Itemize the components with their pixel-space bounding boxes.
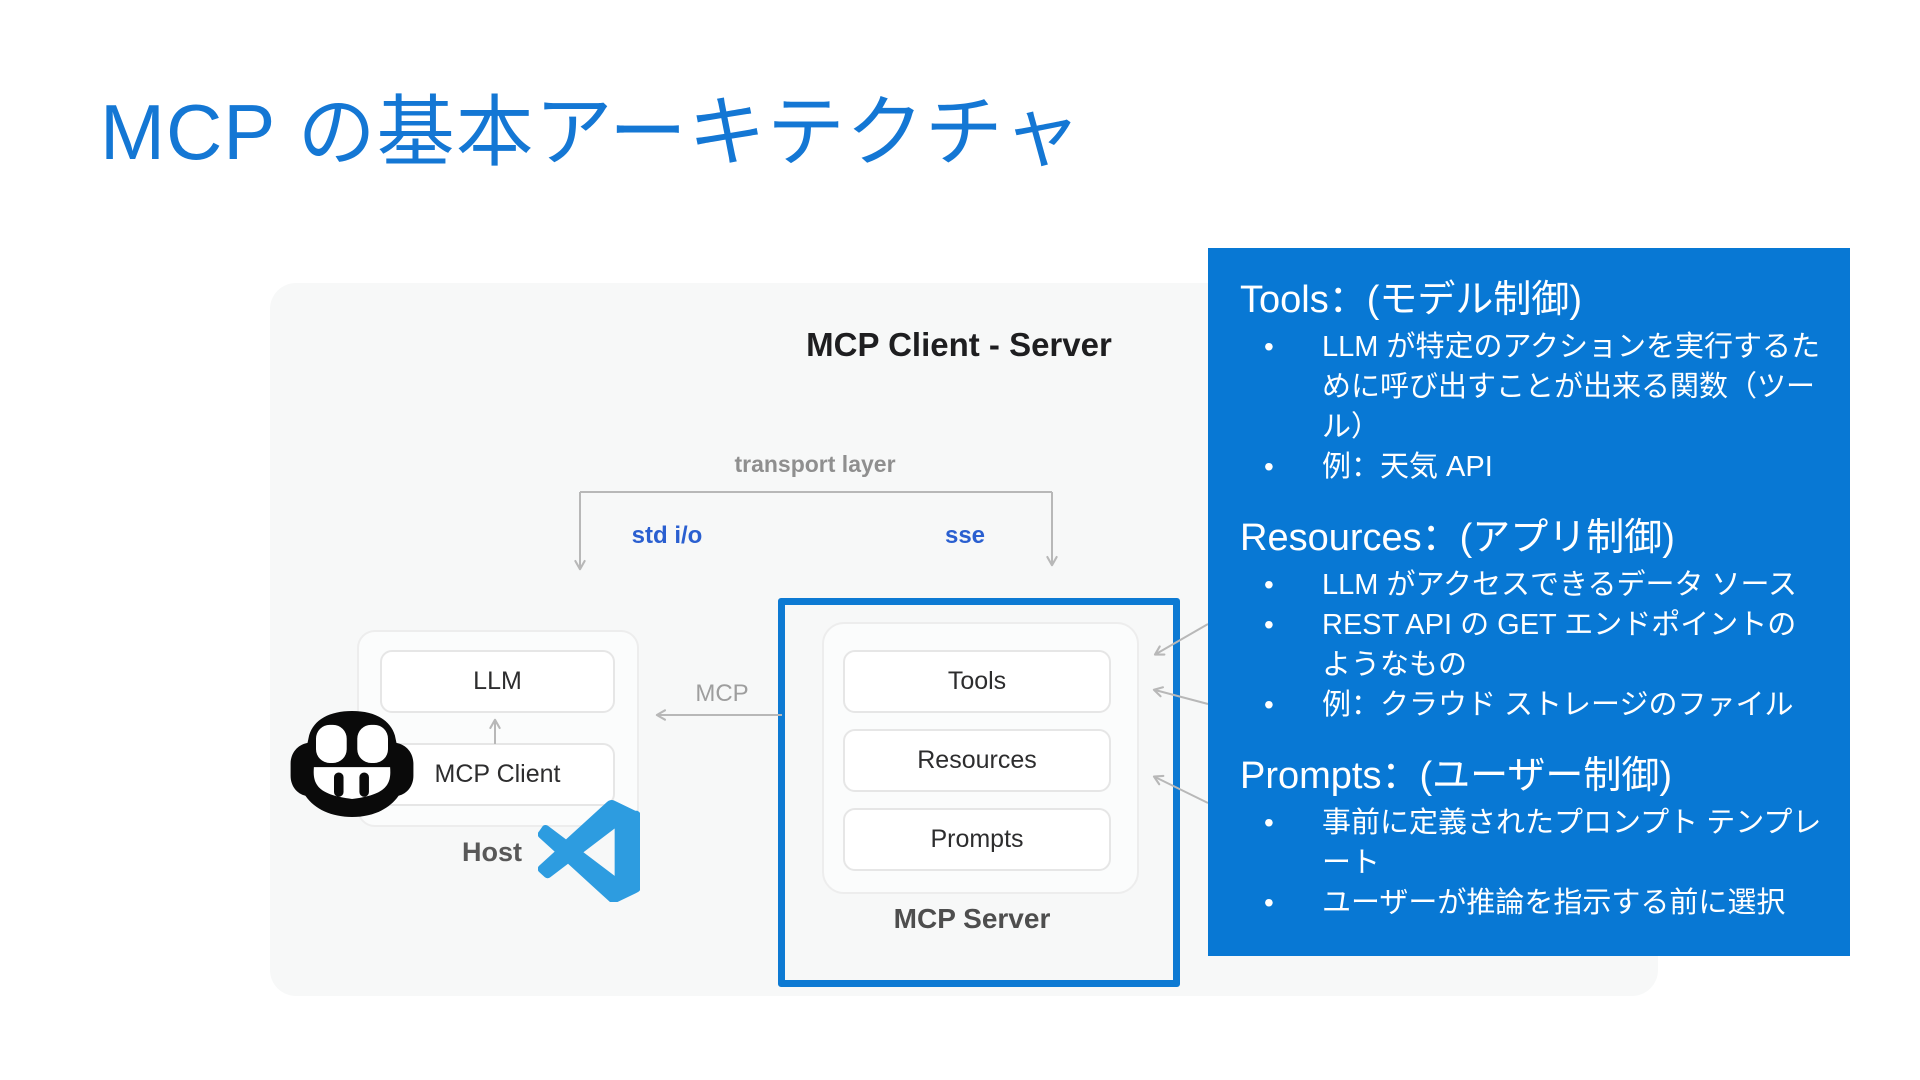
bullet-item: LLM が特定のアクションを実行するために呼び出すことが出来る関数（ツール）	[1238, 327, 1824, 447]
sse-label: sse	[944, 522, 986, 549]
bullet-item: 例：天気 API	[1238, 447, 1824, 487]
bullet-item: 事前に定義されたプロンプト テンプレート	[1238, 803, 1824, 883]
info-section-heading: Resources：(アプリ制御)	[1240, 517, 1675, 559]
bullet-item: LLM がアクセスできるデータ ソース	[1238, 565, 1824, 605]
info-section-prompts: Prompts：(ユーザー制御) 事前に定義されたプロンプト テンプレート ユー…	[1238, 752, 1824, 923]
mcp-arrow-label: MCP	[695, 680, 749, 707]
bullet-item: 例：クラウド ストレージのファイル	[1238, 685, 1824, 725]
info-section-bullets: LLM が特定のアクションを実行するために呼び出すことが出来る関数（ツール） 例…	[1238, 327, 1824, 487]
info-section-resources: Resources：(アプリ制御) LLM がアクセスできるデータ ソース RE…	[1238, 514, 1824, 725]
llm-box: LLM	[380, 650, 615, 713]
info-section-heading: Prompts：(ユーザー制御)	[1240, 755, 1673, 797]
mcp-client-box: MCP Client	[380, 743, 615, 806]
info-panel: Tools：(モデル制御) LLM が特定のアクションを実行するために呼び出すこ…	[1208, 248, 1850, 956]
slide-title: MCP の基本アーキテクチャ	[100, 88, 1083, 176]
info-section-heading: Tools：(モデル制御)	[1240, 279, 1583, 321]
tools-box: Tools	[843, 650, 1111, 713]
vscode-logo-icon	[538, 800, 640, 902]
diagram-title: MCP Client - Server	[806, 326, 1112, 363]
info-section-tools: Tools：(モデル制御) LLM が特定のアクションを実行するために呼び出すこ…	[1238, 276, 1824, 487]
info-section-bullets: 事前に定義されたプロンプト テンプレート ユーザーが推論を指示する前に選択	[1238, 803, 1824, 923]
stdio-label: std i/o	[631, 522, 703, 549]
mcp-server-label: MCP Server	[893, 903, 1051, 934]
info-section-bullets: LLM がアクセスできるデータ ソース REST API の GET エンドポイ…	[1238, 565, 1824, 725]
copilot-robot-icon	[290, 711, 414, 817]
host-label: Host	[462, 837, 522, 867]
bullet-item: ユーザーが推論を指示する前に選択	[1238, 883, 1824, 923]
bullet-item: REST API の GET エンドポイントのようなもの	[1238, 605, 1824, 685]
prompts-box: Prompts	[843, 808, 1111, 871]
resources-box: Resources	[843, 729, 1111, 792]
transport-layer-label: transport layer	[734, 451, 896, 477]
